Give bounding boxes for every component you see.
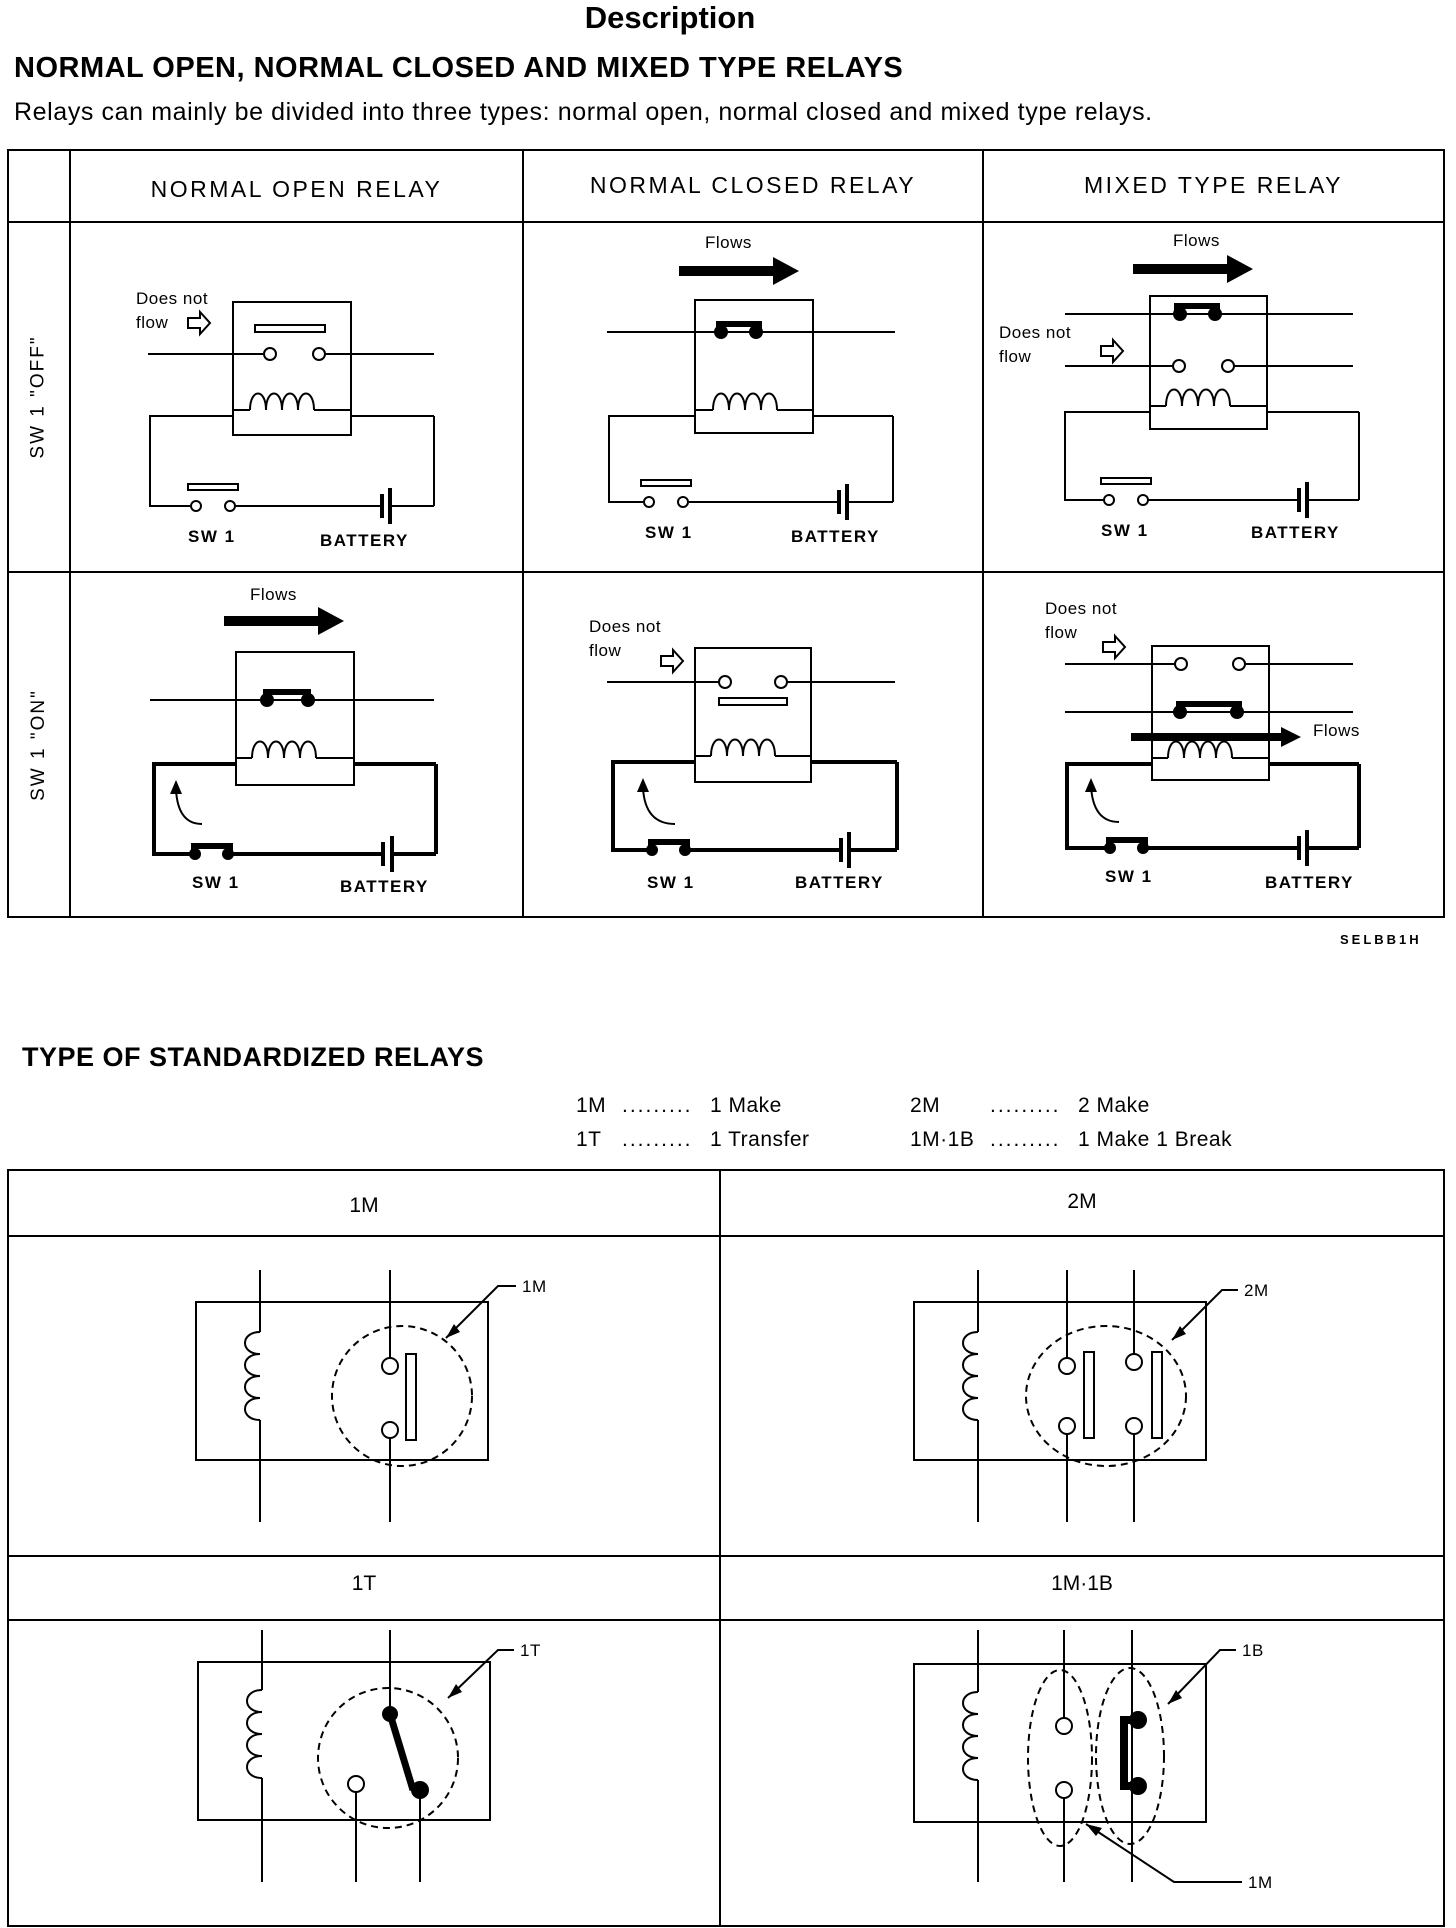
relay-diagram-1m1b: 1B 1M — [913, 1630, 1273, 1892]
does-not-flow-label: Does not — [1045, 599, 1117, 618]
callout-1m: 1M — [522, 1277, 547, 1296]
cell-header-2m: 2M — [1067, 1190, 1097, 1213]
cell-header-1t: 1T — [351, 1572, 377, 1595]
does-not-flow-label: Does not — [999, 323, 1071, 342]
relay-table-grid — [7, 149, 1445, 918]
sw1-label: SW 1 — [188, 527, 236, 546]
legend-dots: ......... — [622, 1128, 693, 1151]
row-header-sw1-off: SW 1 "OFF" — [28, 335, 49, 459]
intro-text: Relays can mainly be divided into three … — [14, 98, 1153, 126]
relay-diagram-1t: 1T — [197, 1630, 541, 1882]
section-heading-relay-types: NORMAL OPEN, NORMAL CLOSED AND MIXED TYP… — [14, 52, 904, 84]
legend-dots: ......... — [990, 1128, 1061, 1151]
does-not-flow-label: Does not — [136, 289, 208, 308]
sw1-label: SW 1 — [1101, 521, 1149, 540]
diagram-mixed-off: Flows Does not flow SW 1 BATTERY — [999, 231, 1360, 542]
battery-label: BATTERY — [791, 527, 880, 546]
callout-1m: 1M — [1248, 1873, 1273, 1892]
sw1-label: SW 1 — [192, 873, 240, 892]
diagram-normal-open-off: Does not flow SW 1 BATTERY — [136, 289, 435, 550]
flows-label: Flows — [250, 585, 297, 604]
cell-header-1m: 1M — [349, 1194, 379, 1217]
callout-1t: 1T — [520, 1641, 541, 1660]
row-header-sw1-on: SW 1 "ON" — [28, 688, 50, 801]
legend-dots: ......... — [622, 1094, 693, 1117]
battery-label: BATTERY — [320, 531, 409, 550]
flows-label: Flows — [705, 233, 752, 252]
callout-1b: 1B — [1242, 1641, 1264, 1660]
does-not-flow-label-2: flow — [1045, 623, 1077, 642]
legend-code-1t: 1T — [576, 1128, 602, 1151]
battery-label: BATTERY — [340, 877, 429, 896]
battery-label: BATTERY — [1251, 523, 1340, 542]
legend-desc-1m1b: 1 Make 1 Break — [1078, 1128, 1233, 1151]
flows-label: Flows — [1173, 231, 1220, 250]
page-title: Description — [584, 0, 756, 35]
cell-header-1m1b: 1M·1B — [1051, 1572, 1113, 1595]
does-not-flow-label-2: flow — [999, 347, 1031, 366]
col-header-mixed-type: MIXED TYPE RELAY — [1084, 172, 1343, 198]
section-heading-standardized: TYPE OF STANDARDIZED RELAYS — [22, 1042, 485, 1072]
legend-dots: ......... — [990, 1094, 1061, 1117]
diagram-normal-open-on: Flows SW 1 BATTERY — [150, 585, 438, 896]
diagram-normal-closed-on: Does not flow SW 1 BATTERY — [589, 617, 899, 892]
battery-label: BATTERY — [1265, 873, 1354, 892]
legend-desc-1m: 1 Make — [710, 1094, 782, 1117]
callout-2m: 2M — [1244, 1281, 1269, 1300]
does-not-flow-label: Does not — [589, 617, 661, 636]
legend-code-1m: 1M — [576, 1094, 607, 1117]
legend-desc-1t: 1 Transfer — [710, 1128, 810, 1151]
battery-label: BATTERY — [795, 873, 884, 892]
flows-label: Flows — [1313, 721, 1360, 740]
col-header-normal-open: NORMAL OPEN RELAY — [150, 176, 443, 202]
sw1-label: SW 1 — [645, 523, 693, 542]
col-header-normal-closed: NORMAL CLOSED RELAY — [589, 172, 917, 198]
diagram-mixed-on: Does not flow Flows SW 1 BATTERY — [1045, 599, 1361, 892]
diagram-normal-closed-off: Flows SW 1 BATTERY — [607, 233, 895, 546]
sw1-label: SW 1 — [647, 873, 695, 892]
legend-code-1m1b: 1M·1B — [910, 1128, 975, 1151]
relay-diagram-2m: 2M — [913, 1270, 1269, 1522]
sw1-label: SW 1 — [1105, 867, 1153, 886]
does-not-flow-label-2: flow — [136, 313, 168, 332]
legend-desc-2m: 2 Make — [1078, 1094, 1150, 1117]
figure-code: SELBB1H — [1340, 932, 1422, 947]
legend-code-2m: 2M — [910, 1094, 941, 1117]
relay-diagram-1m: 1M — [195, 1270, 547, 1522]
standardized-table-grid — [7, 1169, 1445, 1927]
does-not-flow-label-2: flow — [589, 641, 621, 660]
